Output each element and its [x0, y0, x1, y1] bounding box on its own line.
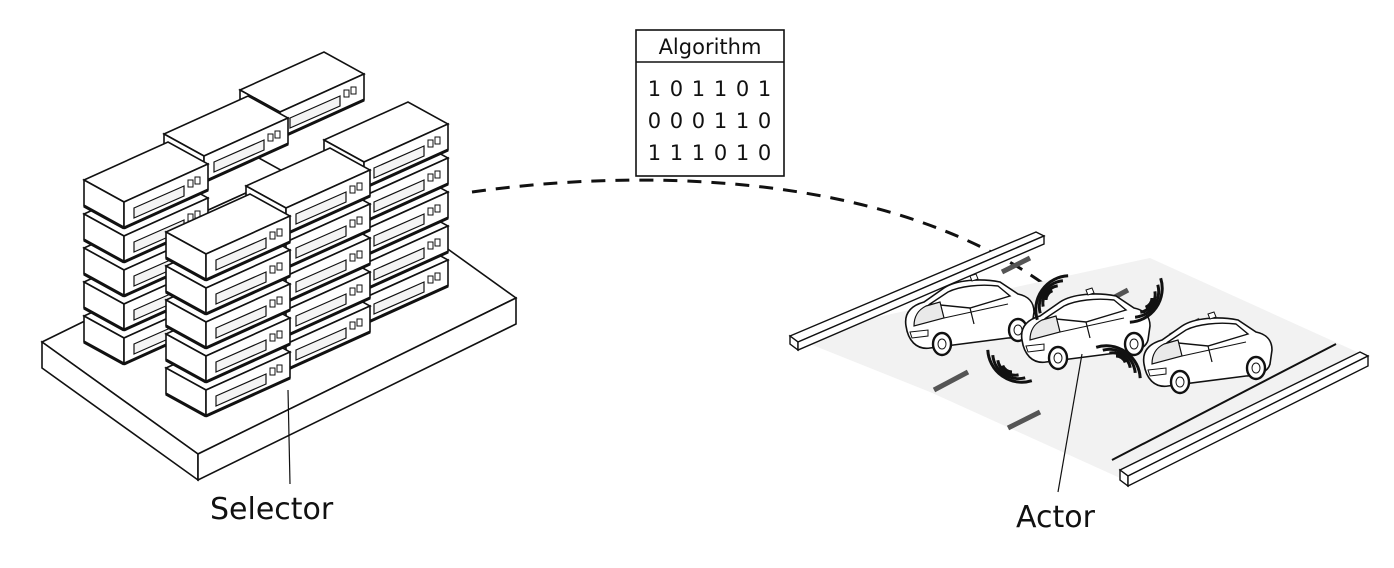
- server-stack-front: [164, 192, 292, 418]
- algorithm-row: 1 0 1 1 0 1: [648, 77, 773, 101]
- algorithm-table: Algorithm 1 0 1 1 0 1 0 0 0 1 1 0 1 1 1 …: [635, 29, 785, 177]
- transfer-arrow-path: [471, 178, 1061, 298]
- server-farm: [40, 50, 518, 482]
- road-area: [788, 231, 1370, 488]
- algorithm-row: 1 1 1 0 1 0: [648, 141, 773, 165]
- actor-pointer: [1057, 353, 1083, 493]
- selector-label: Selector: [210, 492, 334, 527]
- algorithm-title: Algorithm: [659, 35, 762, 59]
- algorithm-row: 0 0 0 1 1 0: [648, 109, 773, 133]
- actor-label: Actor: [1016, 500, 1096, 535]
- selector-pointer: [287, 389, 291, 485]
